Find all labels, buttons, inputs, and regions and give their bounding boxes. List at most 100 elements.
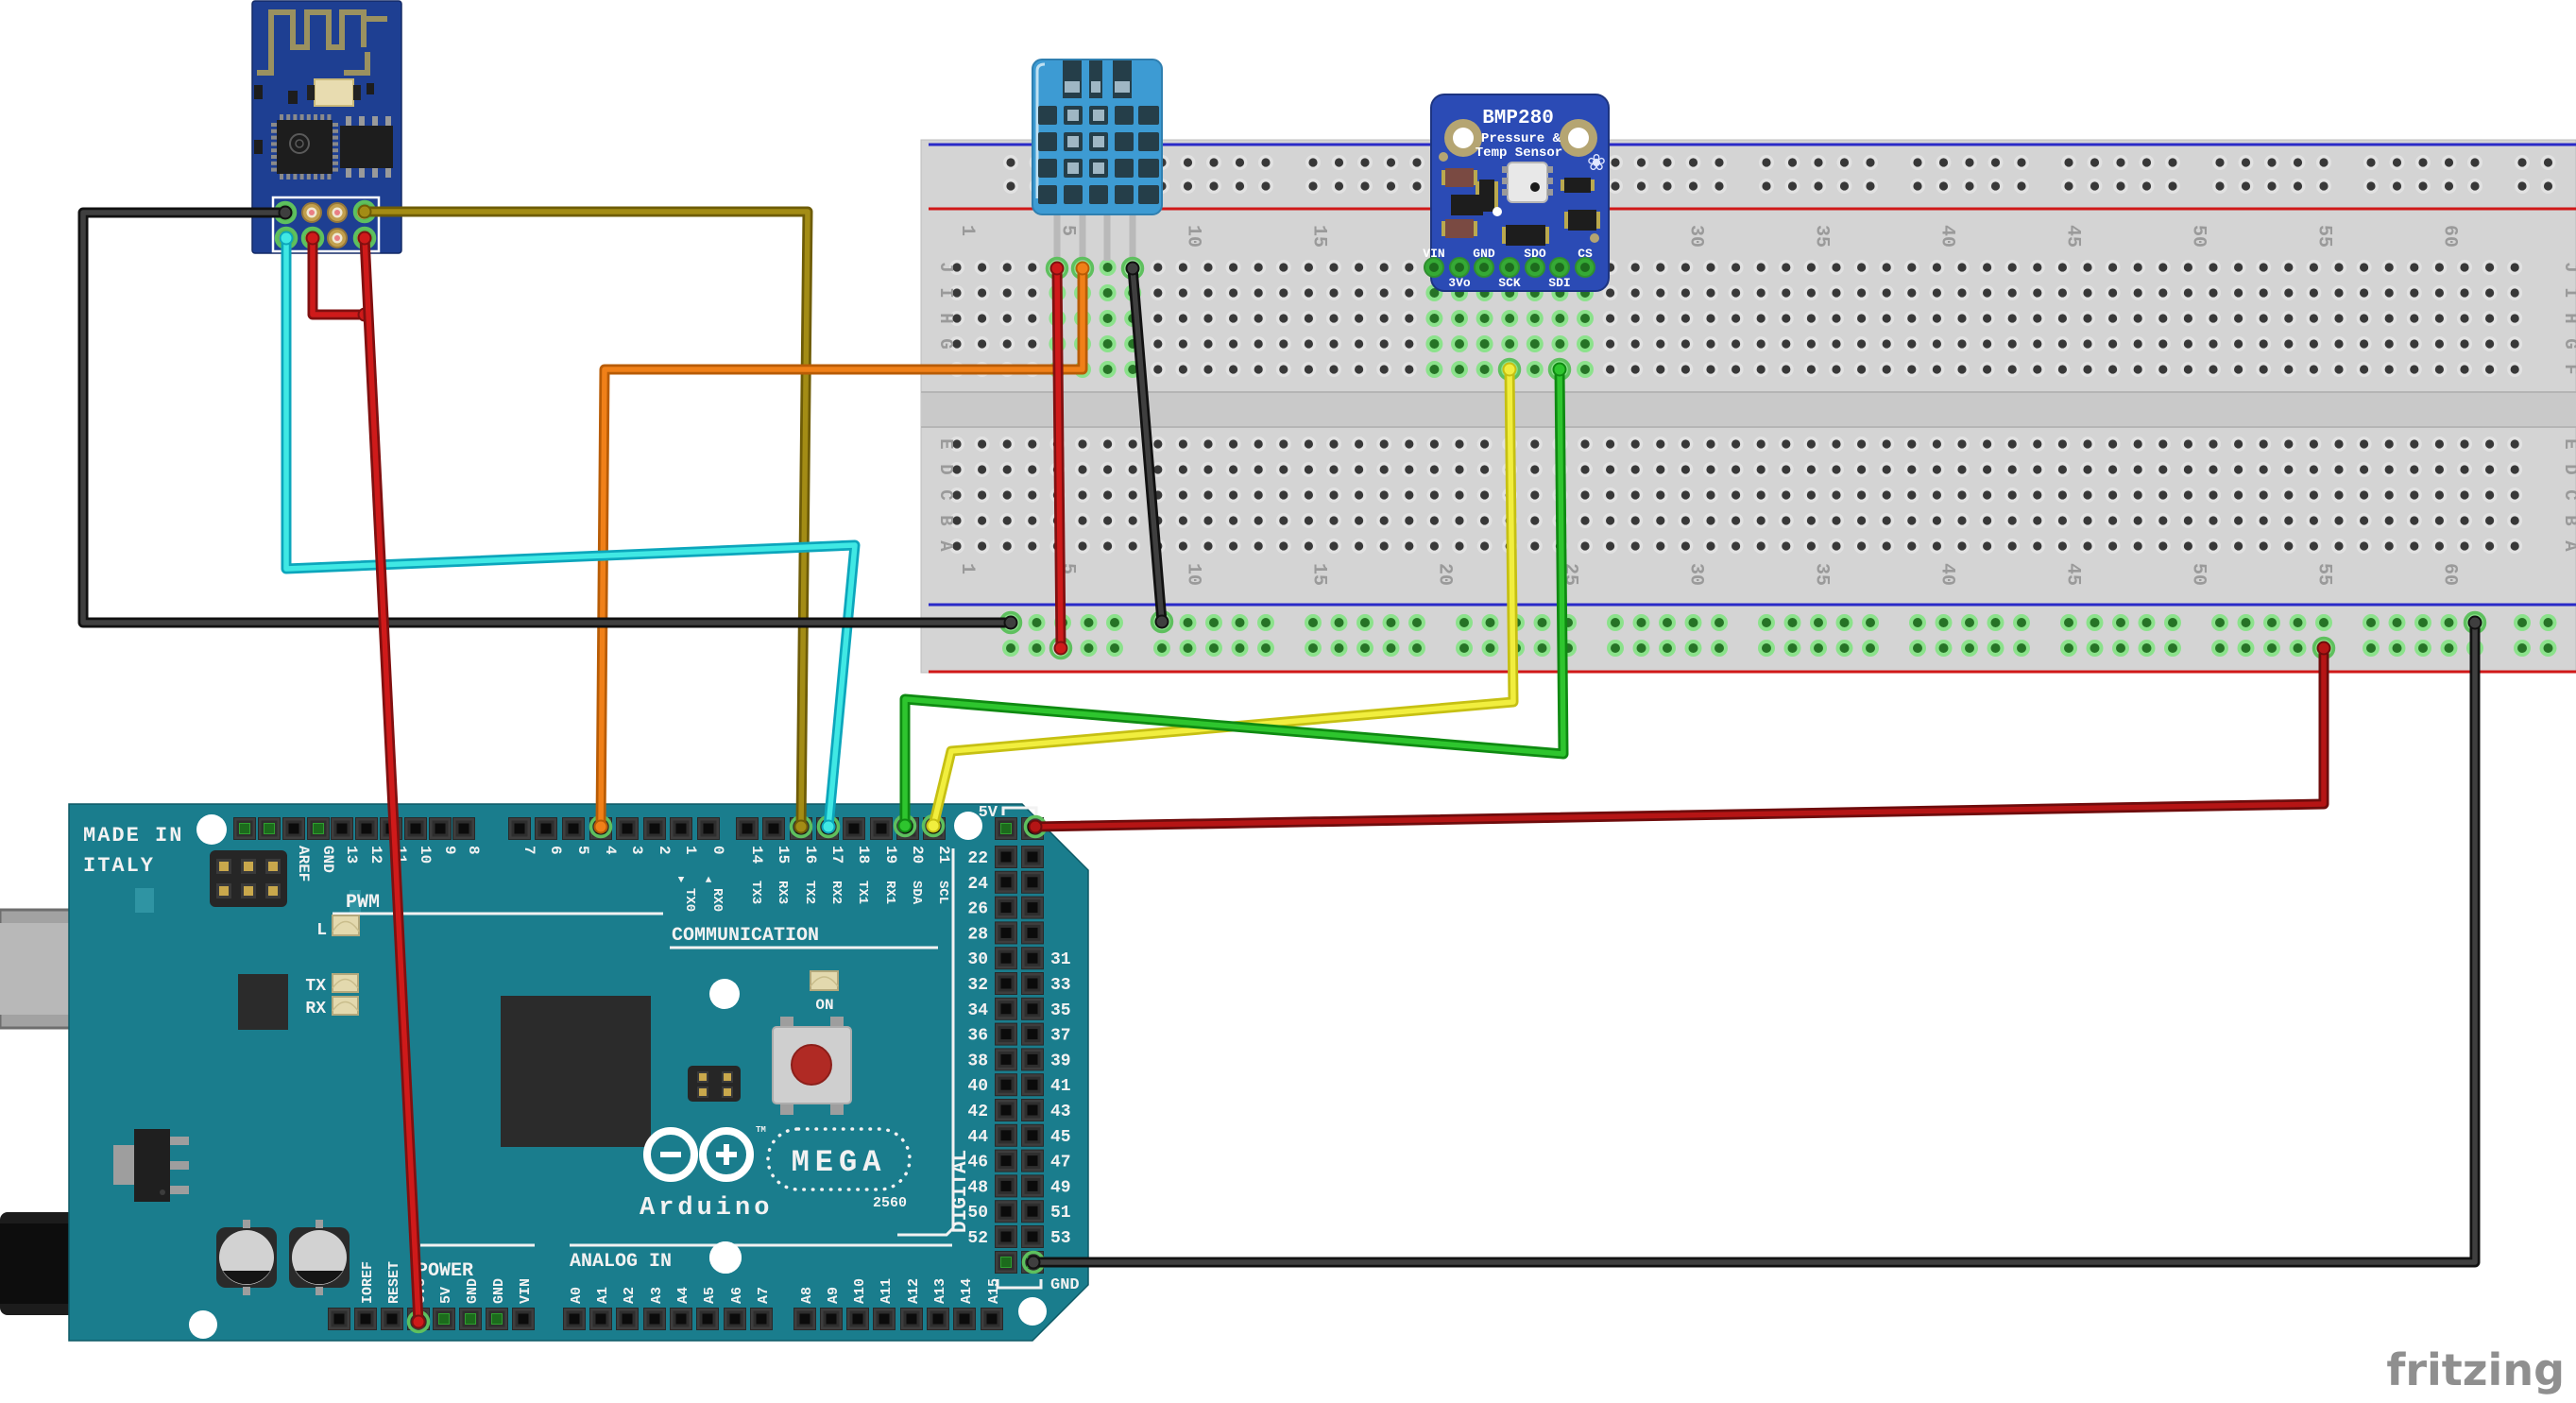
svg-text:15: 15 — [1307, 225, 1329, 248]
tm-mark: TM — [756, 1125, 766, 1135]
reset-button-cap[interactable] — [791, 1044, 832, 1086]
svg-text:TX1: TX1 — [855, 881, 870, 904]
svg-text:22: 22 — [967, 849, 988, 868]
svg-text:A4: A4 — [675, 1287, 691, 1304]
svg-text:60: 60 — [2438, 563, 2460, 586]
svg-text:CS: CS — [1578, 247, 1593, 261]
svg-text:24: 24 — [967, 875, 988, 894]
jumper-header[interactable] — [688, 1066, 741, 1102]
svg-text:3: 3 — [628, 846, 645, 855]
svg-text:1: 1 — [682, 846, 699, 855]
svg-text:RX0: RX0 — [709, 888, 725, 912]
svg-text:A11: A11 — [879, 1278, 895, 1304]
capacitor — [216, 1220, 277, 1295]
esp8266-module[interactable] — [251, 0, 402, 254]
svg-text:40: 40 — [1936, 563, 1957, 586]
svg-text:35: 35 — [1050, 1001, 1071, 1020]
wire-esp-ochre-to-tx2[interactable] — [352, 199, 813, 839]
mega-number-text: 2560 — [873, 1195, 907, 1211]
svg-text:30: 30 — [1684, 225, 1706, 248]
breadboard[interactable]: 1155101015152020252530303535404045455050… — [920, 139, 2576, 674]
dht11-sensor[interactable] — [1032, 59, 1163, 261]
svg-text:21: 21 — [935, 846, 952, 864]
svg-text:H: H — [2560, 313, 2576, 323]
reset-button[interactable] — [772, 1017, 852, 1115]
svg-text:40: 40 — [967, 1077, 988, 1096]
svg-text:8: 8 — [465, 846, 482, 855]
svg-text:16: 16 — [802, 846, 819, 864]
svg-text:1: 1 — [956, 563, 978, 574]
analog-section-label: ANALOG IN — [570, 1251, 672, 1273]
svg-text:47: 47 — [1050, 1154, 1071, 1172]
svg-text:C: C — [2560, 489, 2576, 500]
svg-text:IOREF: IOREF — [360, 1261, 376, 1304]
wire-esp-cyan-to-rx2[interactable] — [274, 226, 861, 839]
wire-esp-gnd-black[interactable] — [77, 200, 1023, 635]
wire-esp-red-to-3v3[interactable] — [352, 226, 431, 1334]
mounting-hole — [196, 814, 227, 845]
svg-text:55: 55 — [2312, 563, 2334, 586]
wire-gnd-black-to-rail[interactable] — [1021, 610, 2487, 1275]
mounting-hole — [954, 812, 982, 840]
esp8266ex-chip — [271, 114, 338, 180]
wire-bmp-sdi-green-sda[interactable] — [893, 357, 1572, 838]
svg-text:19: 19 — [882, 846, 899, 864]
svg-text:VIN: VIN — [518, 1278, 534, 1304]
arduino-logo-icon — [643, 1127, 754, 1182]
svg-text:60: 60 — [2438, 225, 2460, 248]
capacitor — [289, 1220, 350, 1295]
svg-text:42: 42 — [967, 1103, 988, 1121]
svg-text:D: D — [935, 464, 956, 474]
dht-vent-grid — [1038, 60, 1159, 204]
svg-text:E: E — [935, 438, 956, 449]
digital-pin-header[interactable]: 2224262830323436384042444648505231333537… — [967, 804, 1079, 1294]
svg-text:20: 20 — [1433, 563, 1455, 586]
svg-text:Temp Sensor: Temp Sensor — [1476, 145, 1562, 161]
svg-text:A10: A10 — [852, 1278, 868, 1304]
svg-text:J: J — [935, 262, 956, 272]
svg-text:SCK: SCK — [1498, 276, 1521, 290]
svg-text:51: 51 — [1050, 1204, 1071, 1223]
svg-text:33: 33 — [1050, 976, 1071, 995]
svg-text:G: G — [935, 338, 956, 349]
voltage-regulator — [113, 1129, 189, 1202]
svg-text:30: 30 — [1684, 563, 1706, 586]
wire-5v-red-to-rail[interactable] — [1023, 636, 2336, 839]
wire-dht-gnd-black[interactable] — [1120, 256, 1174, 634]
wire-dht-vcc-red[interactable] — [1045, 256, 1073, 660]
esp-antenna-icon — [257, 9, 387, 76]
svg-text:15: 15 — [775, 846, 792, 864]
svg-text:GND: GND — [1473, 247, 1495, 261]
svg-text:SDI: SDI — [1548, 276, 1570, 290]
svg-text:53: 53 — [1050, 1229, 1071, 1248]
svg-text:34: 34 — [967, 1001, 988, 1020]
svg-text:12: 12 — [367, 846, 384, 864]
svg-text:28: 28 — [967, 925, 988, 944]
svg-text:13: 13 — [343, 846, 360, 864]
svg-text:B: B — [935, 515, 956, 525]
svg-text:17: 17 — [828, 846, 845, 864]
mounting-hole — [189, 1310, 217, 1339]
svg-text:RESET: RESET — [386, 1261, 402, 1304]
svg-text:AREF: AREF — [295, 846, 312, 881]
adafruit-flower-icon: ❀ — [1588, 147, 1605, 180]
svg-text:SCL: SCL — [935, 881, 950, 904]
svg-text:50: 50 — [2187, 563, 2209, 586]
wire-dht-data-orange[interactable] — [589, 256, 1095, 839]
svg-text:H: H — [935, 313, 956, 323]
svg-text:A6: A6 — [729, 1287, 745, 1304]
icsp-header[interactable] — [210, 850, 287, 907]
led-rx-label: RX — [305, 1000, 326, 1018]
pwm-section-label: PWM — [346, 892, 380, 914]
svg-text:A8: A8 — [799, 1287, 815, 1304]
led-l-label: L — [316, 921, 327, 940]
rx0-arrow-icon: ▲ — [706, 875, 712, 886]
svg-text:F: F — [2560, 364, 2576, 374]
arduino-brand-text: Arduino — [640, 1194, 773, 1223]
mounting-hole — [709, 979, 740, 1009]
svg-text:45: 45 — [1050, 1128, 1071, 1147]
svg-text:10: 10 — [1182, 225, 1203, 248]
